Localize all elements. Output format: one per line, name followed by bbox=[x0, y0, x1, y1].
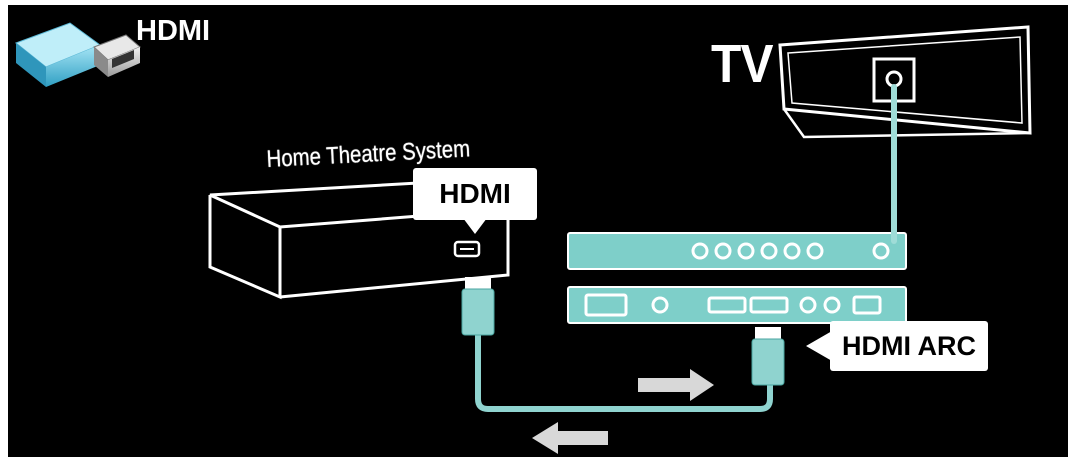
hdmi-arc-callout: HDMI ARC bbox=[806, 321, 988, 371]
hdmi-plug-icon bbox=[14, 22, 141, 87]
tv-icon bbox=[778, 25, 1032, 139]
tv-connector-panel bbox=[567, 232, 907, 324]
tv-label: TV bbox=[711, 34, 774, 94]
connection-diagram bbox=[14, 22, 1032, 454]
hts-hdmi-callout: HDMI bbox=[413, 168, 537, 234]
diagram-canvas: HDMI TV Home Theatre System HDMI HDMI AR… bbox=[8, 5, 1068, 457]
hdmi-title: HDMI bbox=[136, 15, 211, 47]
hdmi-cable bbox=[461, 277, 785, 412]
arrow-right-icon bbox=[638, 369, 714, 401]
arrow-left-icon bbox=[532, 422, 608, 454]
